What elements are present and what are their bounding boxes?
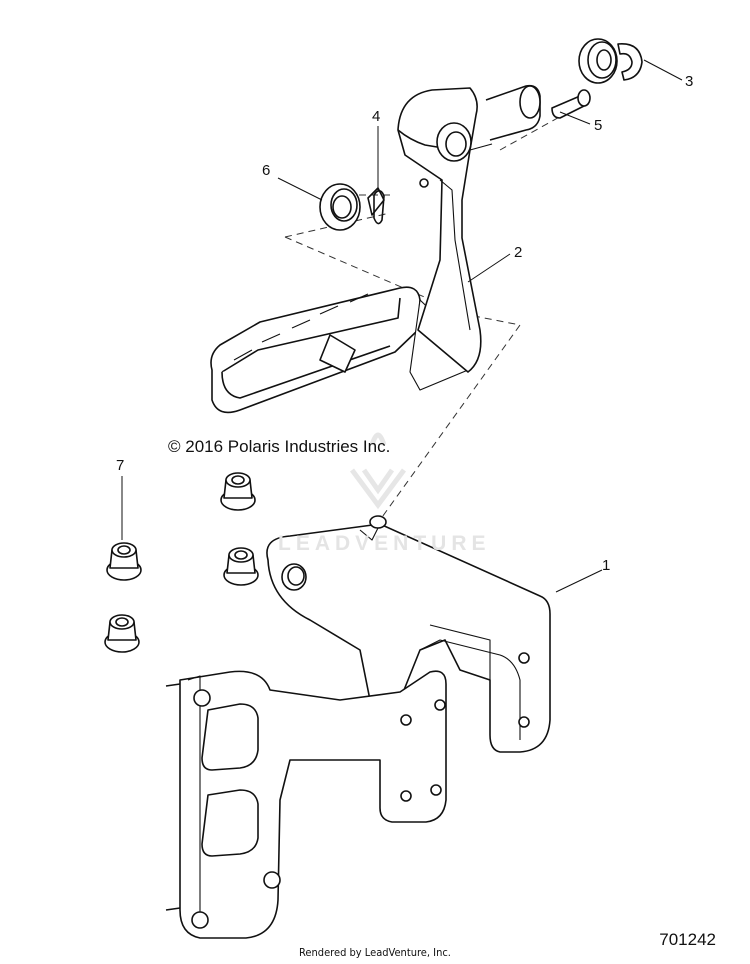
flange-nut — [104, 614, 140, 653]
hair-pin-clip — [367, 187, 385, 225]
flange-nut — [106, 542, 142, 581]
flange-nuts — [104, 472, 259, 653]
copyright-notice: © 2016 Polaris Industries Inc. — [168, 437, 391, 456]
callout-6: 6 — [262, 162, 271, 179]
watermark-logo — [349, 432, 407, 510]
flange-nut — [220, 472, 256, 511]
rendered-by-footer: Rendered by LeadVenture, Inc. — [299, 946, 451, 959]
e-clip-and-bushing — [578, 38, 643, 84]
brake-pedal-arm — [210, 84, 541, 414]
callout-2: 2 — [514, 244, 523, 261]
callout-7: 7 — [116, 457, 125, 474]
leader-lines — [121, 59, 683, 593]
flanged-bushing — [319, 183, 361, 231]
flange-nut — [223, 547, 259, 586]
callout-1: 1 — [602, 557, 611, 574]
mounting-bracket — [165, 515, 551, 939]
diagram-number: 701242 — [659, 930, 716, 949]
callout-4: 4 — [372, 108, 381, 125]
callout-3: 3 — [685, 73, 694, 90]
callout-5: 5 — [594, 117, 603, 134]
watermark-text: LEADVENTURE — [278, 532, 491, 555]
clevis-pin — [551, 89, 591, 119]
